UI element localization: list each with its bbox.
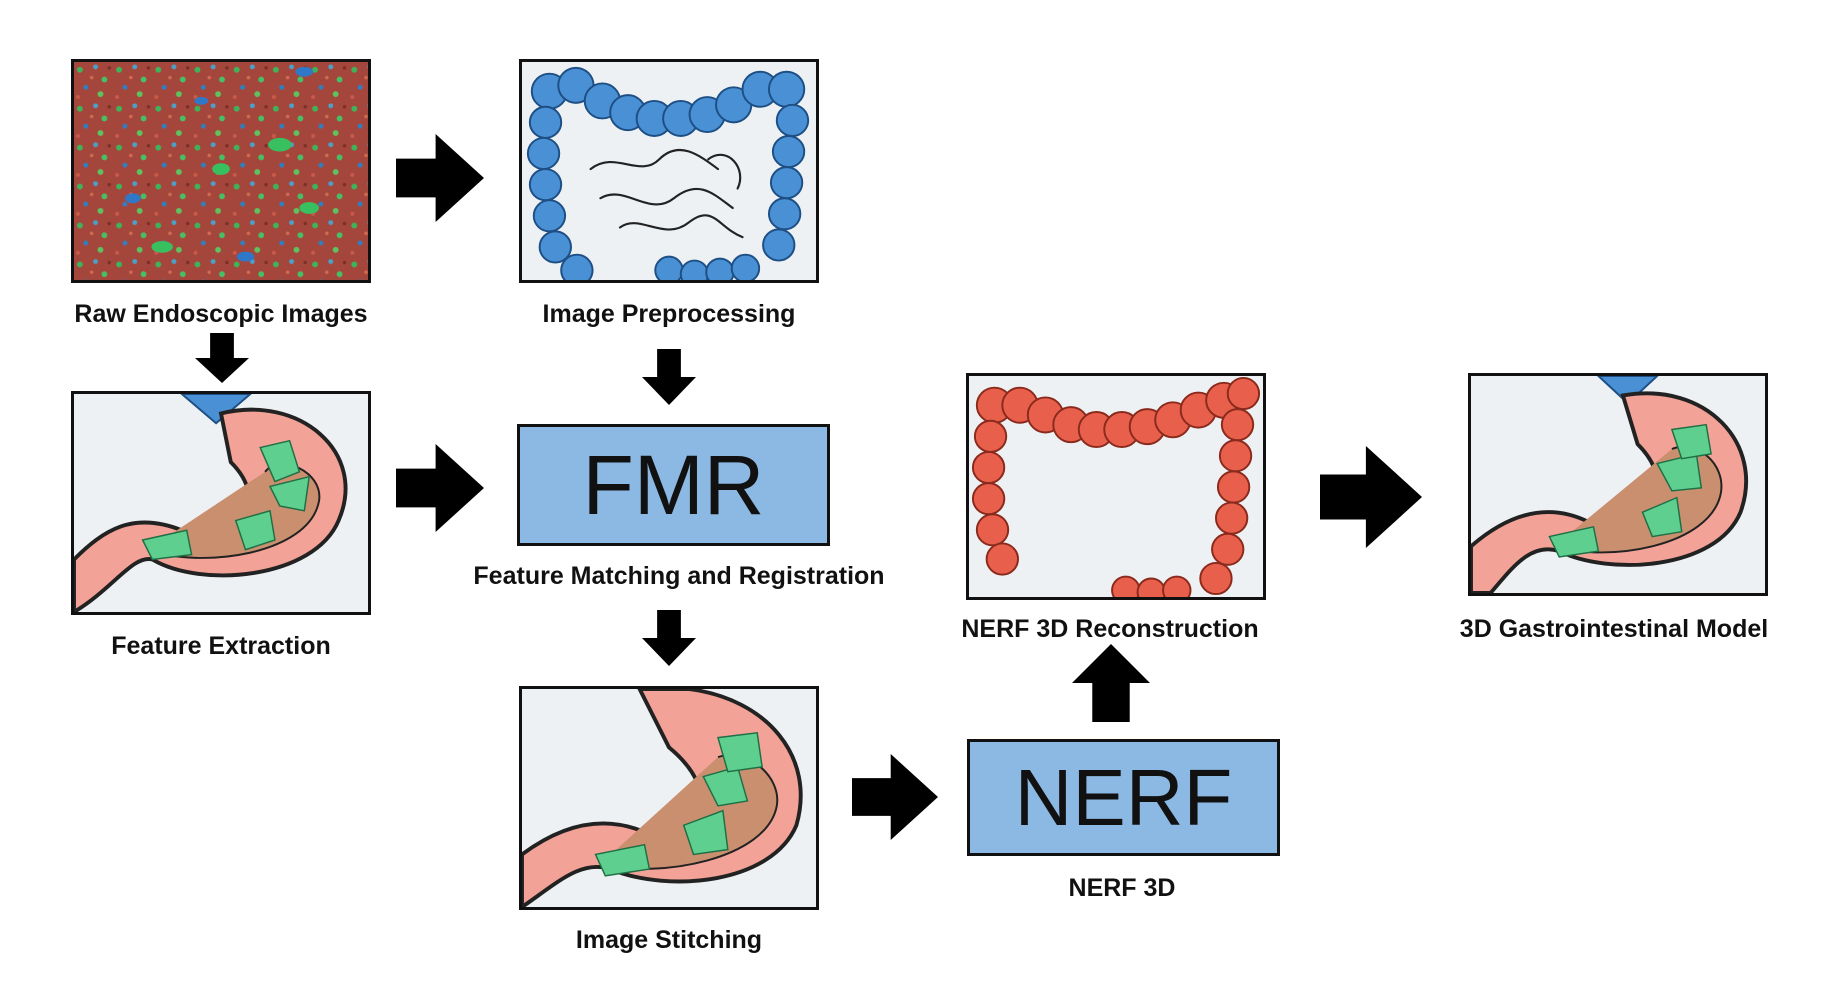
stomach-icon xyxy=(74,394,368,612)
gi-model-label: 3D Gastrointestinal Model xyxy=(1459,615,1769,643)
colon-blue-icon xyxy=(522,62,816,280)
arrow-fmr-to-stitching xyxy=(642,610,696,666)
colon-illustration-red xyxy=(966,373,1266,600)
arrow-preprocessing-to-fmr xyxy=(642,349,696,405)
nerf-box: NERF xyxy=(967,739,1280,856)
raw-endoscopic-image xyxy=(71,59,371,283)
stomach-illustration-model xyxy=(1468,373,1768,596)
arrow-down-icon xyxy=(642,349,696,405)
stomach-stitched-icon xyxy=(522,689,816,907)
image-preprocessing-label: Image Preprocessing xyxy=(542,300,796,328)
noise-texture-image xyxy=(74,62,368,280)
image-stitching-label: Image Stitching xyxy=(575,926,763,954)
feature-matching-label: Feature Matching and Registration xyxy=(473,562,885,590)
arrow-raw-to-preprocessing xyxy=(396,134,484,222)
stomach-illustration-stitched xyxy=(519,686,819,910)
arrow-right-icon xyxy=(852,754,938,840)
arrow-reconstruction-to-model xyxy=(1320,446,1422,548)
stomach-model-icon xyxy=(1471,376,1765,593)
arrow-down-icon xyxy=(195,333,249,383)
colon-illustration-blue xyxy=(519,59,819,283)
stomach-illustration-features xyxy=(71,391,371,615)
fmr-acronym: FMR xyxy=(582,437,765,532)
nerf-3d-label: NERF 3D xyxy=(1068,874,1176,902)
arrow-raw-to-extraction xyxy=(195,333,249,383)
arrow-up-icon xyxy=(1072,644,1150,722)
arrow-right-icon xyxy=(1320,446,1422,548)
nerf-acronym: NERF xyxy=(1014,752,1233,842)
arrow-nerf-to-reconstruction xyxy=(1072,644,1150,722)
arrow-extraction-to-fmr xyxy=(396,444,484,532)
arrow-right-icon xyxy=(396,134,484,222)
raw-endoscopic-images-label: Raw Endoscopic Images xyxy=(74,300,368,328)
colon-red-icon xyxy=(969,376,1263,597)
arrow-down-icon xyxy=(642,610,696,666)
fmr-box: FMR xyxy=(517,424,830,546)
feature-extraction-label: Feature Extraction xyxy=(111,632,331,660)
arrow-right-icon xyxy=(396,444,484,532)
nerf-reconstruction-label: NERF 3D Reconstruction xyxy=(961,615,1259,643)
arrow-stitching-to-nerf xyxy=(852,754,938,840)
